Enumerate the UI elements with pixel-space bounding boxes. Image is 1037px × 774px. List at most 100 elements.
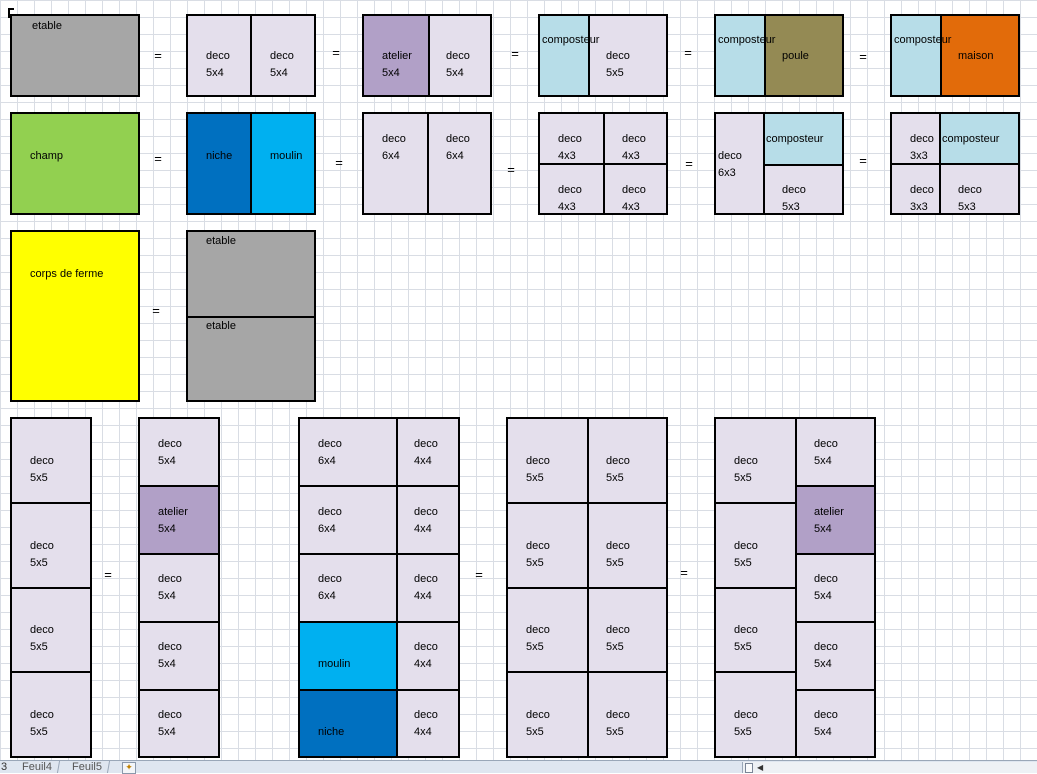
equals-sign: = (104, 567, 112, 582)
cell-name: deco (318, 573, 342, 585)
deco-group-1b[interactable]: atelier 5x4 deco 5x4 (362, 14, 492, 97)
cell-size: 6x4 (318, 523, 336, 535)
deco-group-2e[interactable]: deco 3x3 composteur deco 3x3 deco 5x3 (890, 112, 1020, 215)
etable-block[interactable]: etable (10, 14, 140, 97)
cell-name: deco (30, 540, 54, 552)
equals-sign: = (507, 162, 515, 177)
cell-name: deco (414, 506, 438, 518)
cell-name: deco (606, 540, 630, 552)
cell-size: 6x3 (718, 167, 736, 179)
tab-feuil4[interactable]: Feuil4 (14, 761, 61, 773)
cell-name: deco (782, 184, 806, 196)
cell-size: 5x5 (526, 472, 544, 484)
deco-column-1[interactable]: deco 5x5 deco 5x5 deco 5x5 deco 5x5 (10, 417, 92, 758)
cell-name: deco (622, 133, 646, 145)
deco-column-3[interactable]: deco 6x4 deco 6x4 deco 6x4 moulin niche … (298, 417, 460, 758)
cell-size: 5x4 (158, 590, 176, 602)
scrollbar-thumb[interactable] (745, 763, 753, 773)
cell-size: 5x4 (158, 726, 176, 738)
cell-name: deco (526, 455, 550, 467)
cell-size: 5x5 (734, 726, 752, 738)
equals-sign: = (859, 153, 867, 168)
cell-size: 4x3 (622, 201, 640, 213)
cell-name: deco (734, 624, 758, 636)
deco-group-2b[interactable]: deco 6x4 deco 6x4 (362, 112, 492, 215)
cell-name: deco (158, 641, 182, 653)
deco-group-2d[interactable]: deco 6x3 composteur deco 5x3 (714, 112, 844, 215)
cell-size: 5x5 (606, 641, 624, 653)
cell-size: 5x5 (30, 472, 48, 484)
cell-size: 4x3 (558, 150, 576, 162)
deco-group-1a[interactable]: deco 5x4 deco 5x4 (186, 14, 316, 97)
deco-group-2c[interactable]: deco 4x3 deco 4x3 deco 4x3 deco 4x3 (538, 112, 668, 215)
cell-name: deco (30, 455, 54, 467)
cell-name: deco (30, 624, 54, 636)
cell-size: 5x3 (782, 201, 800, 213)
cell-name: deco (814, 641, 838, 653)
insert-sheet-icon[interactable]: ✦ (122, 762, 136, 774)
cell-size: 5x5 (734, 557, 752, 569)
niche-moulin-group[interactable]: niche moulin (186, 112, 316, 215)
cell-name: deco (606, 455, 630, 467)
cell-size: 5x5 (30, 726, 48, 738)
cell-name: atelier (382, 50, 412, 62)
cell-size: 5x5 (606, 726, 624, 738)
cell-size: 5x4 (270, 67, 288, 79)
scroll-left-arrow-icon[interactable]: ◀ (757, 763, 764, 772)
cell-name: deco (158, 438, 182, 450)
champ-label: champ (30, 150, 64, 162)
corps-de-ferme-block[interactable]: corps de ferme (10, 230, 140, 402)
cell-size: 5x5 (526, 641, 544, 653)
cell-name: deco (446, 50, 470, 62)
cell-size: 5x4 (206, 67, 224, 79)
cell-size: 5x4 (814, 726, 832, 738)
deco-column-2[interactable]: deco 5x4 atelier 5x4 deco 5x4 deco 5x4 d… (138, 417, 220, 758)
cell-name: niche (318, 726, 345, 738)
equals-sign: = (684, 45, 692, 60)
tab-feuil5[interactable]: Feuil5 (64, 761, 111, 773)
cell-name: deco (910, 184, 934, 196)
cell-size: 5x4 (814, 658, 832, 670)
corps-de-ferme-label: corps de ferme (30, 268, 104, 280)
cell-name: deco (414, 438, 438, 450)
cell-size: 6x4 (446, 150, 464, 162)
cell-name: deco (734, 455, 758, 467)
cell-size: 4x3 (558, 201, 576, 213)
cell-name: deco (446, 133, 470, 145)
cell-name: composteur (942, 133, 1000, 145)
poule-group-1d[interactable]: composteur poule (714, 14, 844, 97)
tab-feuil5-label: Feuil5 (72, 761, 102, 773)
cell-size: 5x5 (606, 67, 624, 79)
cell-name: deco (558, 133, 582, 145)
cell-name: atelier (158, 506, 188, 518)
cell-size: 5x4 (382, 67, 400, 79)
cell-name: deco (158, 573, 182, 585)
cell-name: atelier (814, 506, 844, 518)
deco-column-5[interactable]: deco 5x5 deco 5x5 deco 5x5 deco 5x5 deco… (714, 417, 876, 758)
cell-name: deco (910, 133, 934, 145)
cell-name: moulin (318, 658, 351, 670)
etable-label: etable (206, 235, 236, 247)
cell-size: 5x4 (814, 590, 832, 602)
cell-name: deco (382, 133, 406, 145)
double-etable-block[interactable]: etable etable (186, 230, 316, 402)
cell-name: deco (414, 573, 438, 585)
cell-name: deco (814, 438, 838, 450)
equals-sign: = (152, 303, 160, 318)
cell-name: deco (814, 709, 838, 721)
cell-name: deco (318, 438, 342, 450)
cell-name: deco (414, 641, 438, 653)
deco-column-4[interactable]: deco 5x5 deco 5x5 deco 5x5 deco 5x5 deco… (506, 417, 668, 758)
cell-size: 4x4 (414, 590, 432, 602)
cell-size: 4x4 (414, 658, 432, 670)
horizontal-scrollbar[interactable]: ◀ (742, 762, 1037, 773)
sheet-tab-fragment[interactable]: 3 (1, 761, 8, 773)
cell-size: 5x5 (606, 557, 624, 569)
cell-name: composteur (718, 34, 776, 46)
cell-name: deco (414, 709, 438, 721)
maison-group-1e[interactable]: composteur maison (890, 14, 1020, 97)
compost-group-1c[interactable]: composteur deco 5x5 (538, 14, 668, 97)
champ-block[interactable]: champ (10, 112, 140, 215)
cell-name: deco (718, 150, 742, 162)
